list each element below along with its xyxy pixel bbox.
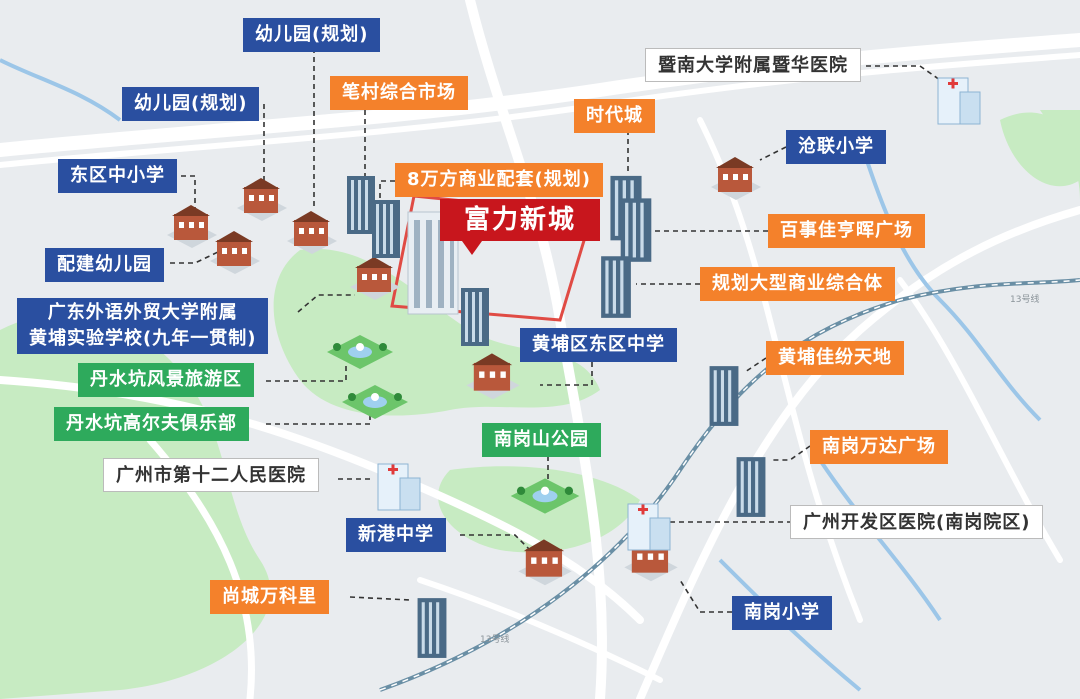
- label-bicun-market: 笔村综合市场: [330, 76, 468, 110]
- school-building-icon: [711, 157, 761, 200]
- label-waiyu-school-line1: 广东外语外贸大学附属: [47, 302, 238, 323]
- green-area-danshuikeng: [273, 248, 600, 416]
- school-building-icon: [237, 178, 287, 221]
- leader-lines: [170, 48, 941, 613]
- school-building-icon: [466, 353, 520, 400]
- office-tower-icon: [601, 256, 631, 318]
- project-title-label: 富力新城: [440, 199, 600, 241]
- label-dongqu-school: 东区中小学: [58, 159, 177, 193]
- label-waiyu-school-line2: 黄埔实验学校(九年一贯制): [29, 328, 257, 349]
- label-huangpu-dongqu-middle: 黄埔区东区中学: [520, 328, 677, 362]
- label-kaifaqu-hospital: 广州开发区医院(南岗院区): [790, 505, 1044, 539]
- office-tower-icon: [417, 598, 447, 658]
- label-nangang-park: 南岗山公园: [482, 423, 601, 457]
- school-building-icon: [167, 205, 217, 248]
- project-title-pointer: [462, 241, 482, 255]
- school-building-icon: [210, 231, 260, 274]
- label-kindergarten-plan-2: 幼儿园(规划): [122, 87, 260, 121]
- green-area-northeast: [1000, 112, 1080, 187]
- label-xingang-middle: 新港中学: [346, 518, 446, 552]
- label-commerce-80k: 8万方商业配套(规划): [395, 163, 603, 197]
- label-waiyu-school: 广东外语外贸大学附属 黄埔实验学校(九年一贯制): [17, 298, 269, 354]
- label-planned-complex: 规划大型商业综合体: [700, 267, 895, 301]
- office-tower-icon: [709, 366, 739, 426]
- label-nangang-wanda: 南岗万达广场: [810, 430, 948, 464]
- hospital-building-icon: [627, 503, 671, 551]
- office-tower-icon: [347, 176, 375, 234]
- park-fountain-icon: [342, 385, 408, 419]
- label-kindergarten-plan-1: 幼儿园(规划): [243, 18, 381, 52]
- office-tower-icon: [736, 457, 766, 517]
- park-fountain-icon: [510, 478, 580, 514]
- label-danshuikeng-golf: 丹水坑高尔夫俱乐部: [54, 407, 249, 441]
- office-tower-icon: [620, 198, 652, 262]
- label-canglian-school: 沧联小学: [786, 130, 886, 164]
- office-tower-icon: [461, 288, 489, 346]
- office-tower-icon: [372, 200, 400, 258]
- school-building-icon: [518, 539, 572, 586]
- label-shangcheng-vanke: 尚城万科里: [210, 580, 329, 614]
- label-danshuikeng-scenic: 丹水坑风景旅游区: [78, 363, 254, 397]
- label-baishijia-plaza: 百事佳亨晖广场: [768, 214, 925, 248]
- metro-line-tag-east: 13号线: [1010, 295, 1040, 305]
- label-peijian-kindergarten: 配建幼儿园: [45, 248, 164, 282]
- label-huangpu-jiafen: 黄埔佳纷天地: [766, 341, 904, 375]
- green-area-east: [1040, 110, 1080, 200]
- metro-line-tag-south: 13号线: [480, 635, 510, 645]
- hospital-building-icon: [377, 463, 421, 511]
- label-jinan-hospital: 暨南大学附属暨华医院: [645, 48, 861, 82]
- label-shidai-city: 时代城: [574, 99, 655, 133]
- school-building-icon: [350, 257, 400, 300]
- school-building-icon: [287, 211, 337, 254]
- hospital-building-icon: [937, 77, 981, 125]
- label-nangang-primary: 南岗小学: [732, 596, 832, 630]
- label-hospital-12: 广州市第十二人民医院: [103, 458, 319, 492]
- metro-line-13-dash: [379, 279, 1080, 691]
- park-fountain-icon: [327, 335, 393, 369]
